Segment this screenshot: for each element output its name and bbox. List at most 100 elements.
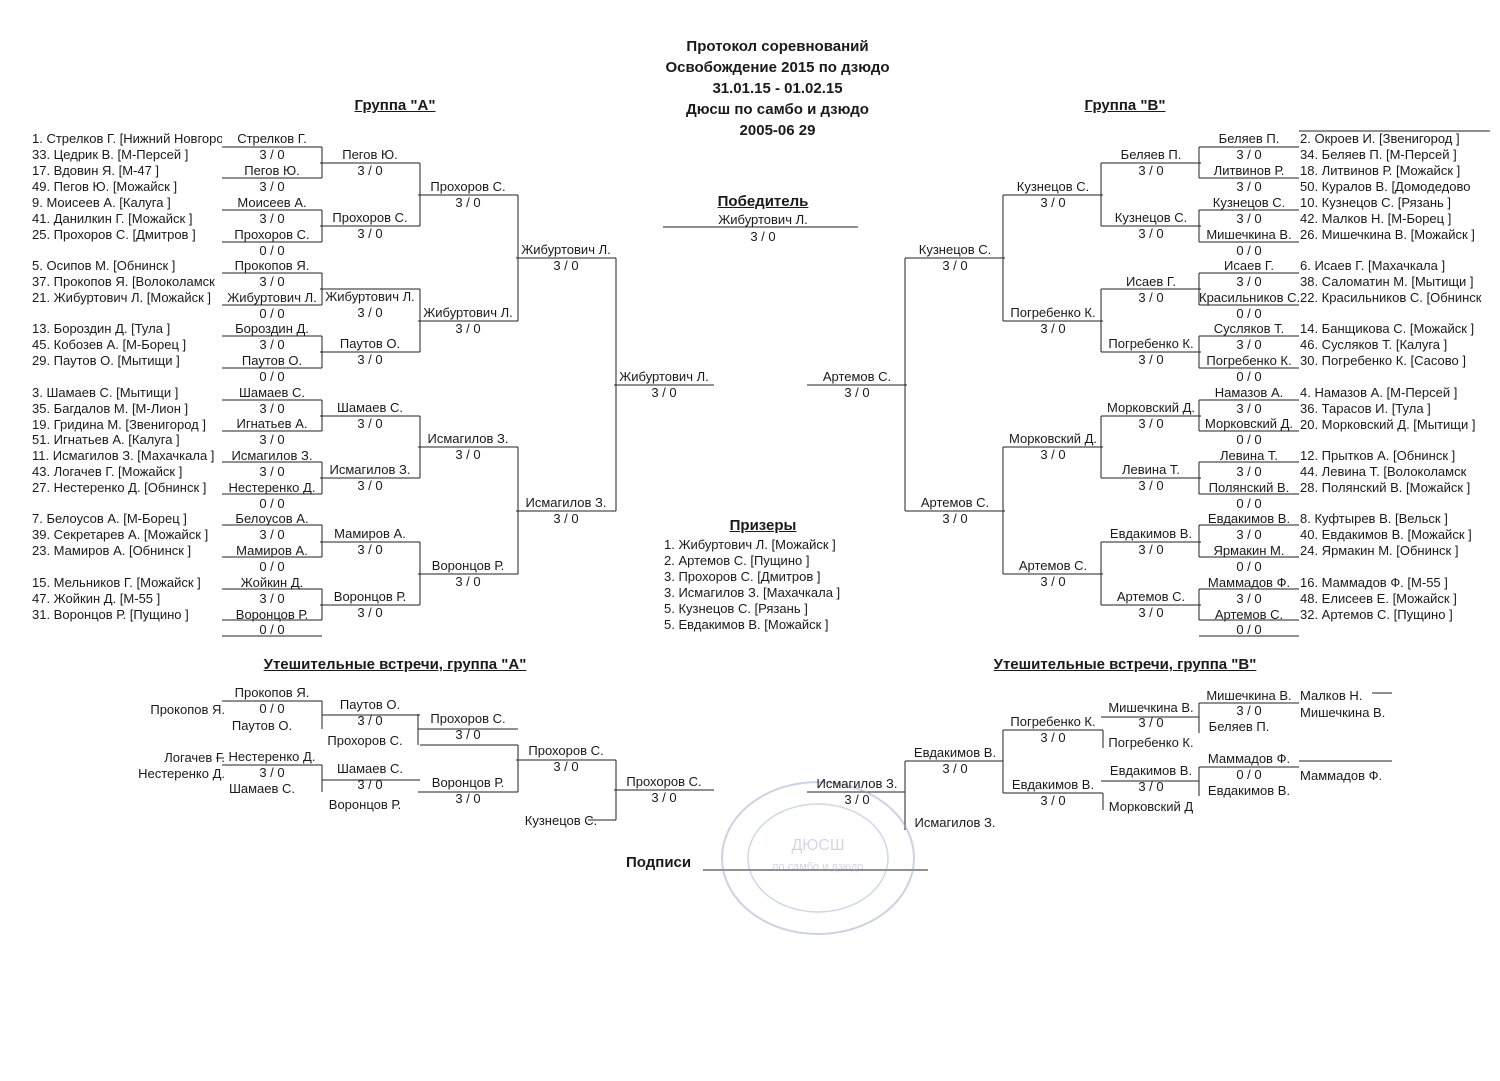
group-b-entry: 6. Исаев Г. [Махачкала ] — [1300, 258, 1446, 273]
group-a-entry: 27. Нестеренко Д. [Обнинск ] — [32, 480, 207, 495]
consolation-a-entry: Прокопов Я. — [150, 702, 225, 717]
group-a-r3-winner: Жибуртович Л. — [423, 305, 513, 320]
group-a-r3-score: 3 / 0 — [455, 574, 481, 589]
group-a-final-score: 3 / 0 — [651, 385, 677, 400]
group-a-r3-score: 3 / 0 — [455, 321, 481, 336]
winner-name: Жибуртович Л. — [718, 212, 808, 227]
group-a-r1-winner: Мамиров А. — [236, 543, 308, 558]
consolation-b-r4-score: 3 / 0 — [942, 761, 968, 776]
group-b-r1-winner: Мишечкина В. — [1206, 227, 1292, 242]
group-a-entry: 11. Исмагилов З. [Махачкала ] — [32, 448, 215, 463]
group-b-entry: 42. Малков Н. [М-Борец ] — [1300, 211, 1452, 226]
group-b-r3-winner: Артемов С. — [1018, 558, 1088, 573]
group-b-r1-winner: Левина Т. — [1219, 448, 1279, 463]
consolation-b-r1-score: 0 / 0 — [1236, 767, 1262, 782]
svg-text:по самбо и дзюдо: по самбо и дзюдо — [773, 861, 864, 873]
group-b-entry: 30. Погребенко К. [Сасово ] — [1300, 353, 1466, 368]
group-a-r2-score: 3 / 0 — [357, 352, 383, 367]
group-b-r1-score: 3 / 0 — [1236, 401, 1262, 416]
group-a-r1-score: 0 / 0 — [259, 622, 285, 637]
group-b-entry: 28. Полянский В. [Можайск ] — [1300, 480, 1471, 495]
group-b-entry: 20. Морковский Д. [Мытищи ] — [1300, 417, 1476, 432]
group-b-entry: 40. Евдакимов В. [Можайск ] — [1300, 527, 1472, 542]
group-a-entry: 17. Вдовин Я. [М-47 ] — [32, 163, 160, 178]
group-b-entry: 8. Куфтырев В. [Вельск ] — [1300, 511, 1448, 526]
group-b-r2-winner: Левина Т. — [1121, 462, 1181, 477]
group-a-r2-winner: Воронцов Р. — [333, 589, 407, 604]
group-a-r1-winner: Жойкин Д. — [240, 575, 304, 590]
group-a-r1-winner: Моисеев А. — [237, 195, 307, 210]
group-b-r2-score: 3 / 0 — [1138, 352, 1164, 367]
consolation-a-entry: Логачев Г. — [164, 750, 225, 765]
consolation-b-r1-bottom: Евдакимов В. — [1207, 783, 1291, 798]
consolation-b-r1-bottom: Беляев П. — [1208, 719, 1270, 734]
group-a-r1-score: 3 / 0 — [259, 591, 285, 606]
consolation-b-r4-bottom: Исмагилов З. — [914, 815, 996, 830]
group-a-entry: 47. Жойкин Д. [М-55 ] — [32, 591, 161, 606]
group-b-r2-score: 3 / 0 — [1138, 542, 1164, 557]
group-a-entry: 1. Стрелков Г. [Нижний Новгород — [32, 131, 222, 146]
group-a-entry: 33. Цедрик В. [М-Персей ] — [32, 147, 189, 162]
group-b-entry: 34. Беляев П. [М-Персей ] — [1300, 147, 1457, 162]
group-a-r1-winner: Жибуртович Л. — [227, 290, 317, 305]
group-a-r1-score: 3 / 0 — [259, 337, 285, 352]
prize-item: 1. Жибуртович Л. [Можайск ] — [664, 537, 836, 552]
group-a-r2-score: 3 / 0 — [357, 542, 383, 557]
group-b-r2-score: 3 / 0 — [1138, 478, 1164, 493]
group-a-r1-score: 0 / 0 — [259, 369, 285, 384]
group-b-r1-score: 0 / 0 — [1236, 306, 1262, 321]
group-a-r3-winner: Исмагилов З. — [427, 431, 509, 446]
consolation-a-r2-bottom: Воронцов Р. — [328, 797, 402, 812]
group-b-r1-winner: Евдакимов В. — [1207, 511, 1291, 526]
group-a-entry: 39. Секретарев А. [Можайск ] — [32, 527, 209, 542]
group-a-entry: 41. Данилкин Г. [Можайск ] — [32, 211, 193, 226]
group-a-r2-score: 3 / 0 — [357, 605, 383, 620]
group-b-final-winner: Артемов С. — [822, 369, 892, 384]
group-a-entry: 29. Паутов О. [Мытищи ] — [32, 353, 180, 368]
consolation-a-r4-top: Прохоров С. — [528, 743, 604, 758]
group-a-r1-winner: Игнатьев А. — [236, 416, 308, 431]
group-a-final-winner: Жибуртович Л. — [619, 369, 709, 384]
consolation-a-r1-bottom: Шамаев С. — [228, 781, 296, 796]
consolation-a-r3-score: 3 / 0 — [455, 727, 481, 742]
consolation-a-r2-bottom: Прохоров С. — [327, 733, 403, 748]
competition-dates: 31.01.15 - 01.02.15 — [712, 80, 843, 97]
consolation-a-r1-score: 0 / 0 — [259, 701, 285, 716]
group-a-r2-score: 3 / 0 — [357, 305, 383, 320]
group-a-r1-score: 0 / 0 — [259, 306, 285, 321]
group-b-entry: 32. Артемов С. [Пущино ] — [1300, 607, 1453, 622]
group-b-r1-winner: Сусляков Т. — [1213, 321, 1285, 336]
group-b-r1-score: 3 / 0 — [1236, 527, 1262, 542]
group-a-entry: 49. Пегов Ю. [Можайск ] — [32, 179, 178, 194]
group-b-entry: 44. Левина Т. [Волоколамск — [1300, 464, 1467, 479]
group-a-r4-winner: Жибуртович Л. — [521, 242, 611, 257]
group-b-r2-winner: Беляев П. — [1120, 147, 1182, 162]
age-weight-category: 2005-06 29 — [739, 122, 816, 139]
group-b-r1-score: 3 / 0 — [1236, 337, 1262, 352]
group-a-r2-score: 3 / 0 — [357, 163, 383, 178]
group-b-r2-score: 3 / 0 — [1138, 163, 1164, 178]
group-b-r2-winner: Евдакимов В. — [1109, 526, 1193, 541]
consolation-b-r1-score: 3 / 0 — [1236, 703, 1262, 718]
group-a-r1-winner: Пегов Ю. — [244, 163, 300, 178]
group-a-entry: 3. Шамаев С. [Мытищи ] — [32, 385, 179, 400]
group-b-title: Группа "В" — [1084, 97, 1166, 114]
group-b-r1-winner: Беляев П. — [1218, 131, 1280, 146]
group-b-entry: 4. Намазов А. [М-Персей ] — [1300, 385, 1458, 400]
group-a-entry: 15. Мельников Г. [Можайск ] — [32, 575, 201, 590]
group-b-r1-score: 3 / 0 — [1236, 211, 1262, 226]
group-a-entry: 43. Логачев Г. [Можайск ] — [32, 464, 183, 479]
consolation-b-r4-top: Евдакимов В. — [913, 745, 997, 760]
group-a-r1-winner: Шамаев С. — [238, 385, 306, 400]
consolation-a-r1-top: Прокопов Я. — [234, 685, 310, 700]
group-a-entry: 25. Прохоров С. [Дмитров ] — [32, 227, 196, 242]
consolation-a-final: Прохоров С. — [626, 774, 702, 789]
svg-text:ДЮСШ: ДЮСШ — [791, 837, 844, 854]
group-b-r2-score: 3 / 0 — [1138, 226, 1164, 241]
group-b-r3-score: 3 / 0 — [1040, 195, 1066, 210]
group-b-r1-score: 0 / 0 — [1236, 496, 1262, 511]
group-b-entry: 26. Мишечкина В. [Можайск ] — [1300, 227, 1475, 242]
group-b-r4-score: 3 / 0 — [942, 511, 968, 526]
consolation-b-r3-top: Евдакимов В. — [1011, 777, 1095, 792]
group-a-r1-winner: Прокопов Я. — [234, 258, 310, 273]
